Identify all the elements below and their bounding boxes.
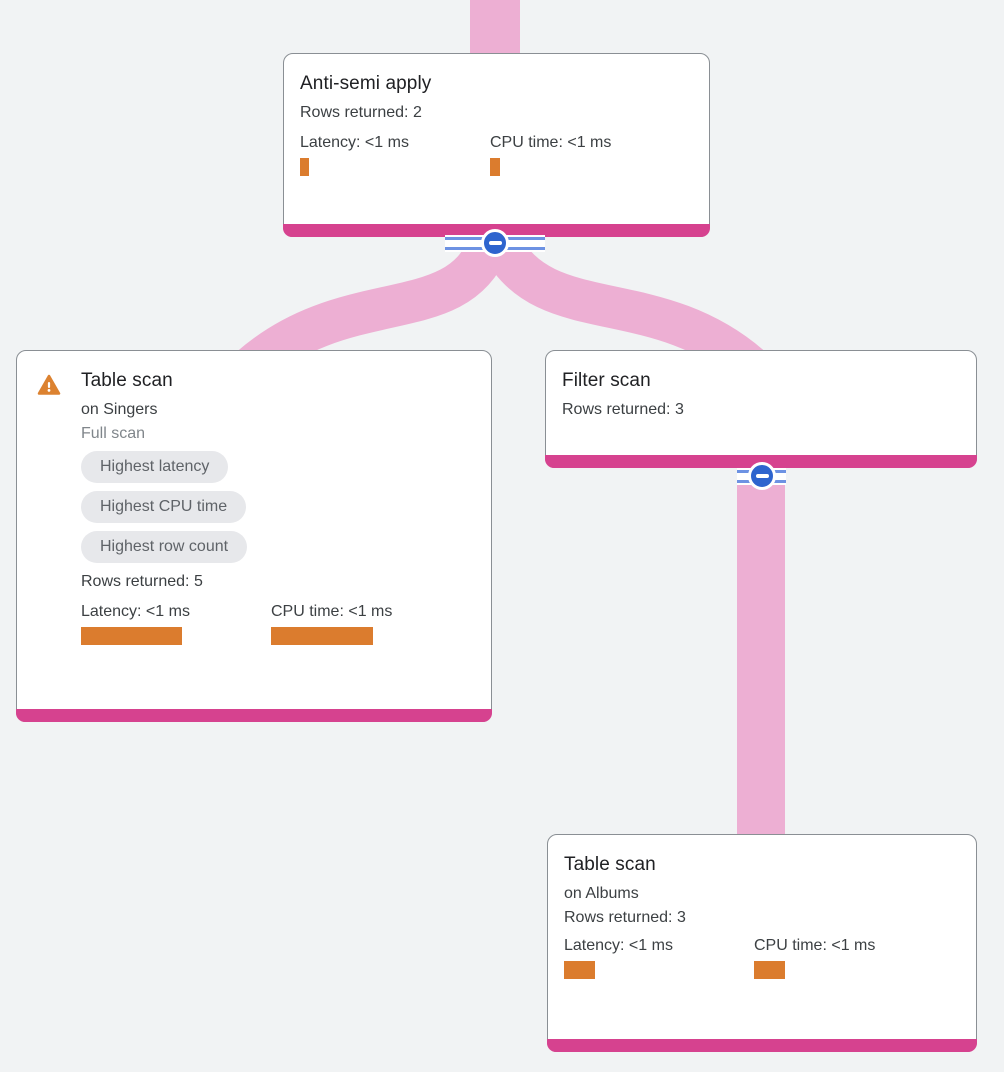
cpu-time-bar — [490, 158, 500, 176]
edge-filter-scan-to-table-scan-albums — [737, 474, 785, 836]
scan-type: Full scan — [81, 425, 146, 442]
badge-highest-cpu-time: Highest CPU time — [81, 491, 247, 523]
node-title: Table scan — [564, 854, 656, 875]
latency-bar — [300, 158, 309, 176]
cpu-time-label: CPU time: <1 ms — [754, 937, 876, 954]
rows-returned: Rows returned: 2 — [300, 104, 422, 121]
edge-anti-semi-to-table-scan-singers — [236, 233, 510, 385]
latency-metric: Latency: <1 ms — [564, 937, 754, 979]
node-table-scan-albums[interactable]: Table scan on Albums Rows returned: 3 La… — [547, 834, 977, 1052]
node-accent-bar — [16, 709, 492, 722]
cpu-metric: CPU time: <1 ms — [271, 603, 461, 645]
edge-into-anti-semi-apply — [470, 0, 520, 56]
node-title: Anti-semi apply — [300, 73, 432, 94]
latency-metric: Latency: <1 ms — [81, 603, 271, 645]
node-accent-bar — [545, 455, 977, 468]
latency-metric: Latency: <1 ms — [300, 134, 490, 176]
badge-highest-latency: Highest latency — [81, 451, 229, 483]
latency-label: Latency: <1 ms — [300, 134, 409, 151]
rows-returned: Rows returned: 3 — [562, 401, 684, 418]
latency-bar — [81, 627, 182, 645]
cpu-metric: CPU time: <1 ms — [754, 937, 944, 979]
minus-icon — [755, 474, 769, 478]
rows-returned: Rows returned: 5 — [81, 573, 203, 590]
warning-triangle-icon — [37, 374, 61, 395]
badge-list: Highest latency Highest CPU time Highest… — [81, 451, 475, 563]
latency-bar — [564, 961, 595, 979]
edge-anti-semi-to-filter-scan — [481, 231, 766, 385]
collapse-button-anti-semi-apply[interactable] — [481, 229, 509, 257]
cpu-time-label: CPU time: <1 ms — [490, 134, 612, 151]
latency-label: Latency: <1 ms — [81, 603, 190, 620]
node-title: Table scan — [81, 370, 173, 391]
on-table: on Albums — [564, 885, 639, 902]
collapse-button-filter-scan[interactable] — [748, 462, 776, 490]
minus-icon — [488, 241, 502, 245]
on-table: on Singers — [81, 401, 158, 418]
node-anti-semi-apply[interactable]: Anti-semi apply Rows returned: 2 Latency… — [283, 53, 710, 237]
rows-returned: Rows returned: 3 — [564, 909, 686, 926]
node-filter-scan[interactable]: Filter scan Rows returned: 3 — [545, 350, 977, 468]
badge-highest-row-count: Highest row count — [81, 531, 248, 563]
cpu-time-label: CPU time: <1 ms — [271, 603, 393, 620]
node-accent-bar — [547, 1039, 977, 1052]
cpu-time-bar — [754, 961, 785, 979]
latency-label: Latency: <1 ms — [564, 937, 673, 954]
cpu-metric: CPU time: <1 ms — [490, 134, 680, 176]
cpu-time-bar — [271, 627, 373, 645]
node-table-scan-singers[interactable]: Table scan on Singers Full scan Highest … — [16, 350, 492, 722]
node-title: Filter scan — [562, 370, 651, 391]
